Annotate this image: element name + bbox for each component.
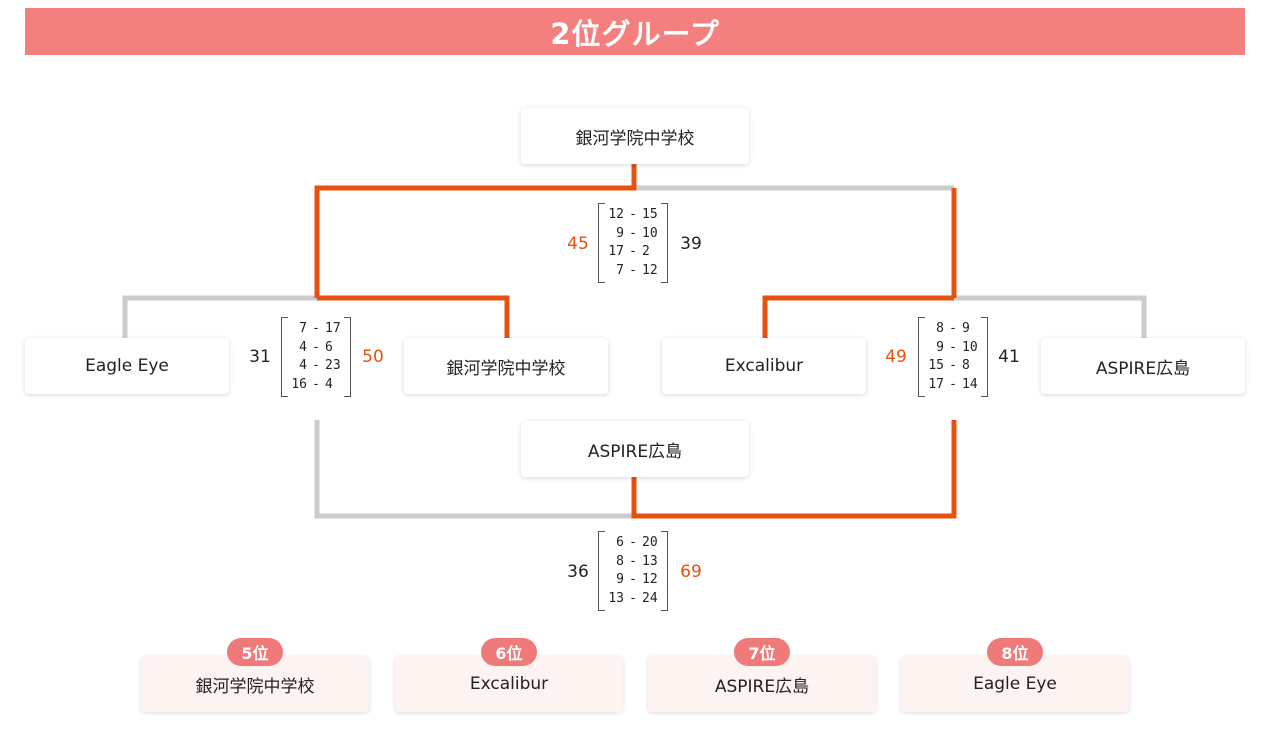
third-loser-line — [314, 420, 634, 519]
third-right-total: 69 — [680, 562, 702, 582]
set-row: 12-15 — [608, 207, 658, 222]
third-winner-card[interactable]: ASPIRE広島 — [521, 421, 749, 477]
page-title: 2位グループ — [25, 8, 1245, 55]
team-card-eagle-eye[interactable]: Eagle Eye — [25, 338, 229, 394]
semi1-right-total: 50 — [362, 347, 384, 367]
semi1-winner-line — [317, 295, 510, 338]
set-row: 9-10 — [616, 225, 658, 241]
set-row: 16-4 — [291, 376, 333, 392]
final-winner-card[interactable]: 銀河学院中学校 — [521, 108, 749, 164]
set-row: 8-13 — [616, 553, 658, 569]
third-left-total: 36 — [567, 562, 589, 582]
third-winner-line — [631, 420, 957, 519]
set-row: 7-17 — [299, 321, 341, 336]
final-left-total: 45 — [567, 234, 589, 254]
semi1-loser-line — [122, 295, 317, 338]
set-row: 9-12 — [616, 572, 658, 587]
set-row: 7-12 — [616, 262, 658, 278]
semi2-left-total: 49 — [885, 347, 907, 367]
semi2-set-scores: 8-9 9-10 15-8 17-14 — [918, 317, 988, 397]
set-row: 6-20 — [616, 535, 658, 550]
set-row: 8-9 — [936, 321, 970, 336]
set-row: 9-10 — [936, 339, 978, 355]
semi2-right-total: 41 — [998, 347, 1020, 367]
semi1-set-scores: 7-17 4-6 4-23 16-4 — [281, 317, 351, 397]
third-set-scores: 6-20 8-13 9-12 13-24 — [598, 531, 668, 611]
rank-badge-8: 8位 — [987, 638, 1043, 666]
team-card-excalibur[interactable]: Excalibur — [662, 338, 866, 394]
set-row: 15-8 — [928, 358, 970, 373]
rank-badge-7: 7位 — [734, 638, 790, 666]
set-row: 4-23 — [299, 358, 341, 373]
team-card-ginga[interactable]: 銀河学院中学校 — [404, 338, 608, 394]
team-card-aspire[interactable]: ASPIRE広島 — [1041, 338, 1245, 394]
final-set-scores: 12-15 9-10 17-2 7-12 — [598, 203, 668, 283]
set-row: 13-24 — [608, 590, 658, 606]
rank-badge-6: 6位 — [481, 638, 537, 666]
set-row: 4-6 — [299, 339, 333, 355]
semi1-left-total: 31 — [249, 347, 271, 367]
rank-badge-5: 5位 — [227, 638, 283, 666]
final-right-total: 39 — [680, 234, 702, 254]
final-winner-line — [314, 163, 637, 298]
semi2-winner-line — [762, 295, 954, 338]
semi2-loser-line — [954, 295, 1147, 338]
set-row: 17-14 — [928, 376, 978, 392]
set-row: 17-2 — [608, 244, 650, 259]
